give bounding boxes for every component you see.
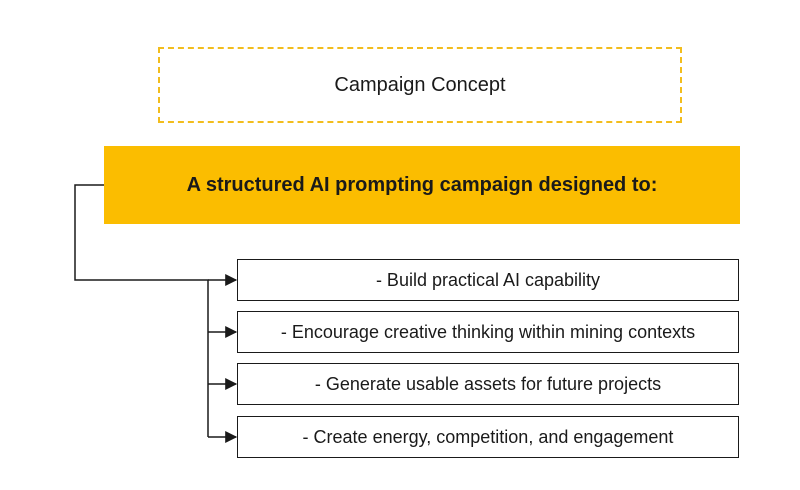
campaign-concept-box: Campaign Concept xyxy=(158,47,682,123)
campaign-concept-title: Campaign Concept xyxy=(334,73,506,96)
goal-item-label: - Create energy, competition, and engage… xyxy=(302,426,674,447)
goal-item-engagement: - Create energy, competition, and engage… xyxy=(237,416,739,458)
goal-item-label: - Generate usable assets for future proj… xyxy=(314,373,662,394)
campaign-banner-text: A structured AI prompting campaign desig… xyxy=(186,173,658,196)
goal-item-usable-assets: - Generate usable assets for future proj… xyxy=(237,363,739,405)
goal-item-build-capability: - Build practical AI capability xyxy=(237,259,739,301)
campaign-banner: A structured AI prompting campaign desig… xyxy=(104,146,740,224)
goal-item-label: - Encourage creative thinking within min… xyxy=(280,321,696,342)
connector-trunk xyxy=(74,184,209,437)
goal-item-creative-thinking: - Encourage creative thinking within min… xyxy=(237,311,739,353)
goal-item-label: - Build practical AI capability xyxy=(375,269,601,290)
